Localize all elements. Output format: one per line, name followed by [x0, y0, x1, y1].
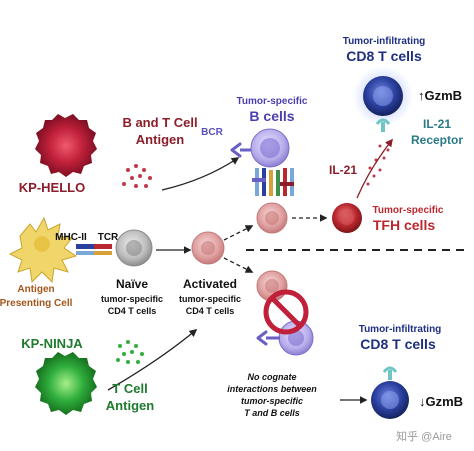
watermark-label: 知乎 @Aire	[396, 429, 452, 443]
gzmb-up-label: ↑GzmB	[418, 88, 462, 103]
til-bottom-label-line1: Tumor-infiltrating	[359, 324, 442, 335]
naive-cd4-t-cell	[115, 229, 153, 267]
no-cognate-line2: interactions between	[227, 384, 317, 394]
t-antigen-to-naive-arrow	[107, 329, 198, 391]
til-top-label-line1: Tumor-infiltrating	[343, 36, 426, 47]
il21-label: IL-21	[329, 163, 357, 177]
prohibited-icon	[263, 289, 309, 335]
no-cognate-line1: No cognate	[247, 372, 296, 382]
antigen-presenting-cell	[8, 216, 78, 284]
activated-t-cell-top	[256, 202, 288, 234]
tcr-label: TCR	[98, 232, 119, 243]
t-antigen-label-line1: T Cell	[112, 381, 147, 396]
mhc-ii-label: MHC-II	[55, 232, 87, 243]
tfh-cell	[332, 203, 362, 233]
activated-cd4-t-cell	[191, 231, 225, 265]
naive-label-line2: tumor-specific	[101, 294, 163, 304]
tumor-specific-b-label-line2: B cells	[249, 108, 294, 124]
bcr-label: BCR	[201, 127, 223, 138]
naive-label-line3: CD4 T cells	[108, 306, 157, 316]
b-cell	[250, 128, 290, 168]
activated-label-line2: tumor-specific	[179, 294, 241, 304]
apc-label-line2: Presenting Cell	[0, 298, 73, 309]
b-t-antigen-label-line2: Antigen	[136, 132, 184, 147]
kp-hello-label: KP-HELLO	[19, 180, 85, 195]
il21-receptor-label-line2: Receptor	[411, 133, 463, 147]
b-cell-bottom	[278, 320, 314, 356]
il21-receptor-bottom-icon	[382, 366, 398, 380]
t-antigen-dots	[116, 340, 144, 364]
tfh-label-line2: TFH cells	[373, 217, 435, 233]
activated-label-line3: CD4 T cells	[186, 306, 235, 316]
antigen-to-bcell-arrow	[161, 157, 240, 191]
naive-title: Naïve	[116, 277, 148, 291]
b-t-antigen-dots	[122, 164, 152, 188]
t-antigen-label-line2: Antigen	[106, 398, 154, 413]
bt-synapse-receptors-icon	[252, 168, 294, 196]
il21-to-cd8-arrow	[356, 138, 393, 199]
kp-hello-tumor-cell	[35, 114, 97, 177]
cd8-t-cell-top	[353, 66, 413, 126]
activated-to-bottom-arrow	[223, 257, 254, 273]
mhc-tcr-synapse-icon	[76, 244, 112, 255]
tfh-label-line1: Tumor-specific	[373, 205, 444, 216]
no-cognate-line4: T and B cells	[244, 408, 300, 418]
til-bottom-label-line2: CD8 T cells	[360, 336, 436, 352]
cd8-t-cell-bottom	[371, 381, 409, 419]
kp-ninja-tumor-cell	[35, 352, 97, 415]
bcr-receptor-bottom-icon	[256, 330, 280, 346]
apc-label-line1: Antigen	[17, 284, 54, 295]
gzmb-down-label: ↓GzmB	[419, 394, 463, 409]
til-top-label-line2: CD8 T cells	[346, 48, 422, 64]
il21-receptor-label-line1: IL-21	[423, 117, 451, 131]
no-cognate-line3: tumor-specific	[241, 396, 303, 406]
tumor-specific-b-label-line1: Tumor-specific	[237, 96, 308, 107]
b-t-antigen-label-line1: B and T Cell	[122, 115, 197, 130]
activated-title: Activated	[183, 277, 237, 291]
activated-to-top-arrow	[223, 225, 254, 241]
il21-receptor-icon	[375, 118, 391, 132]
kp-ninja-label: KP-NINJA	[21, 336, 83, 351]
il21-secretion-dots	[366, 144, 390, 186]
